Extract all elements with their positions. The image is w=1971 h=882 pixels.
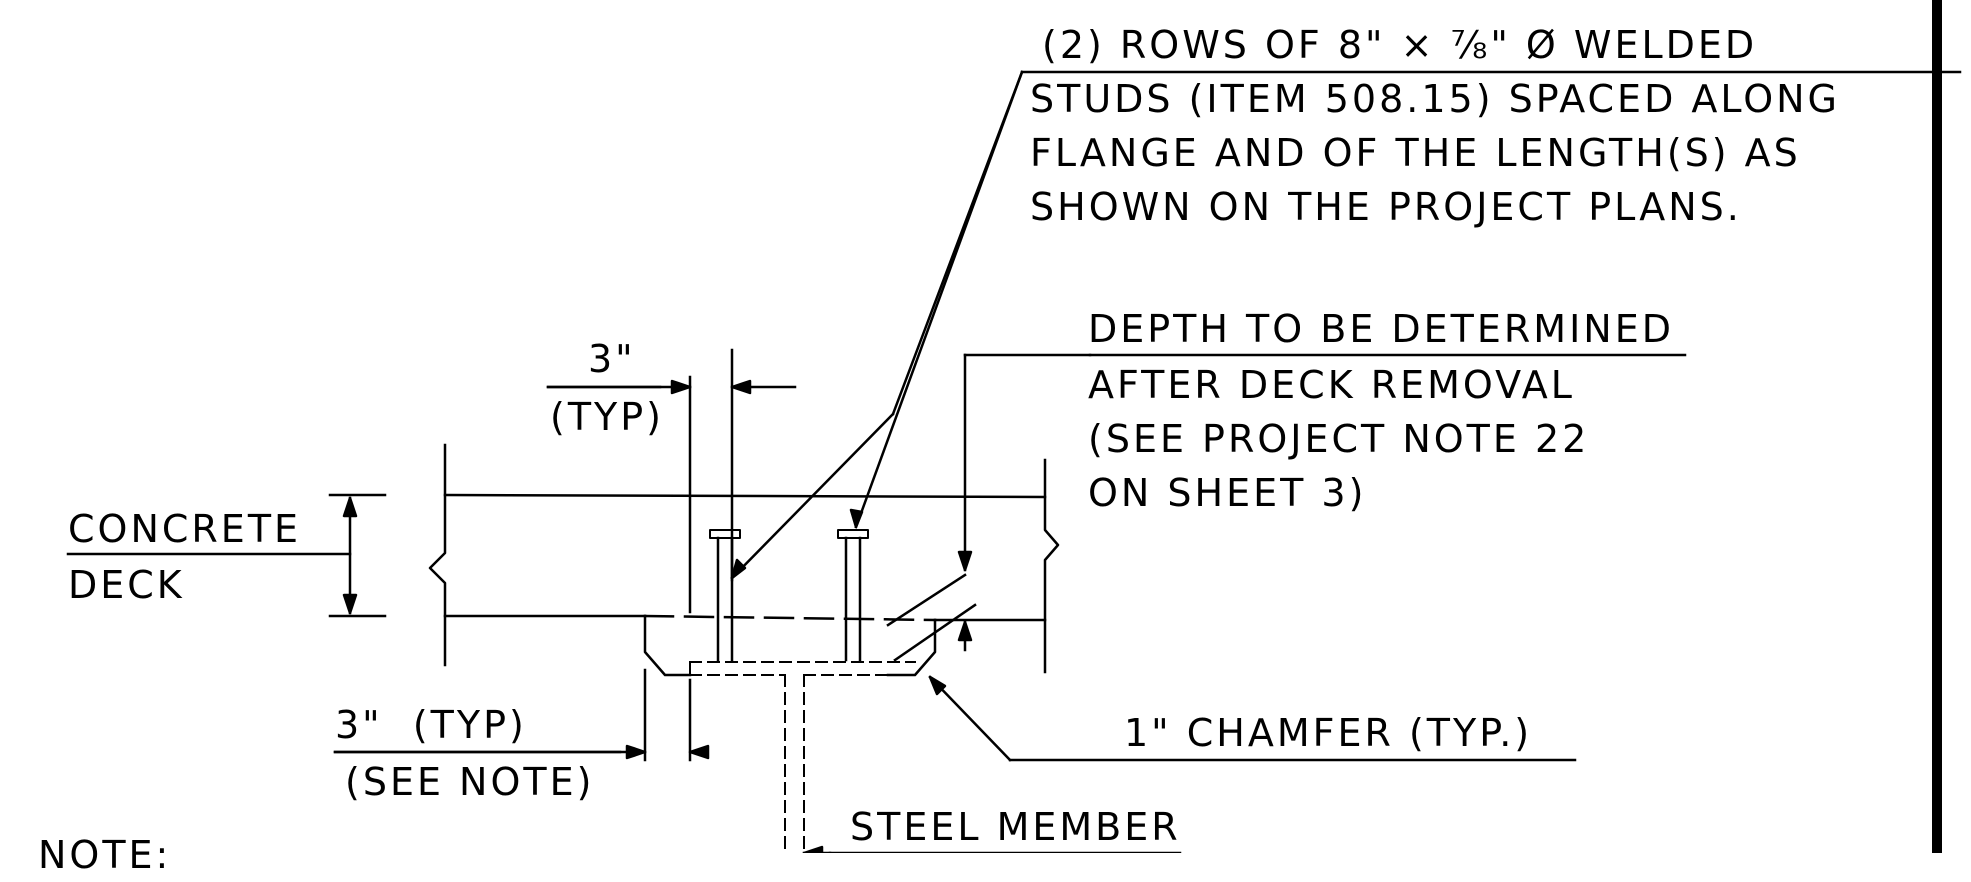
deck-thickness-dimension [66, 493, 387, 618]
deck-break-line-left [428, 443, 447, 667]
steel-member-label: STEEL MEMBER [850, 805, 1181, 849]
concrete-deck-label-line-2: DECK [68, 563, 185, 607]
depth-note-line-2: AFTER DECK REMOVAL [1088, 363, 1575, 407]
steel-member-leader [802, 845, 1182, 853]
chamfer-label: 1" CHAMFER (TYP.) [1124, 711, 1533, 755]
stud-note-leader [730, 70, 1962, 580]
stud-note-line-1: (2) ROWS OF 8" × ⅞" Ø WELDED [1042, 23, 1758, 67]
stud-spacing-qualifier: (TYP) [550, 395, 664, 439]
stud-note-line-4: SHOWN ON THE PROJECT PLANS. [1030, 185, 1742, 229]
chamfer-leader [928, 675, 1577, 762]
stud-note-line-3: FLANGE AND OF THE LENGTH(S) AS [1030, 131, 1801, 175]
depth-note-line-4: ON SHEET 3) [1088, 471, 1367, 515]
edge-dim-qualifier: (SEE NOTE) [345, 760, 595, 804]
depth-note-leader [886, 353, 1687, 662]
haunch-outline [643, 614, 692, 677]
concrete-deck-outline [443, 493, 1047, 622]
welded-stud-right [837, 529, 869, 662]
stud-spacing-value: 3" [588, 337, 636, 381]
welded-stud-left [709, 529, 741, 662]
stud-note-line-2: STUDS (ITEM 508.15) SPACED ALONG [1030, 77, 1841, 121]
haunch-detail-drawing [66, 0, 1962, 853]
concrete-deck-label-line-1: CONCRETE [68, 507, 302, 551]
steel-member-hidden-lines [689, 661, 916, 853]
edge-dim-value: 3" (TYP) [335, 703, 527, 747]
note-heading: NOTE: [38, 833, 172, 877]
deck-break-line-right [1043, 458, 1060, 674]
depth-note-line-1: DEPTH TO BE DETERMINED [1088, 307, 1674, 351]
haunch-outline-right [886, 618, 937, 677]
depth-note-line-3: (SEE PROJECT NOTE 22 [1088, 417, 1590, 461]
